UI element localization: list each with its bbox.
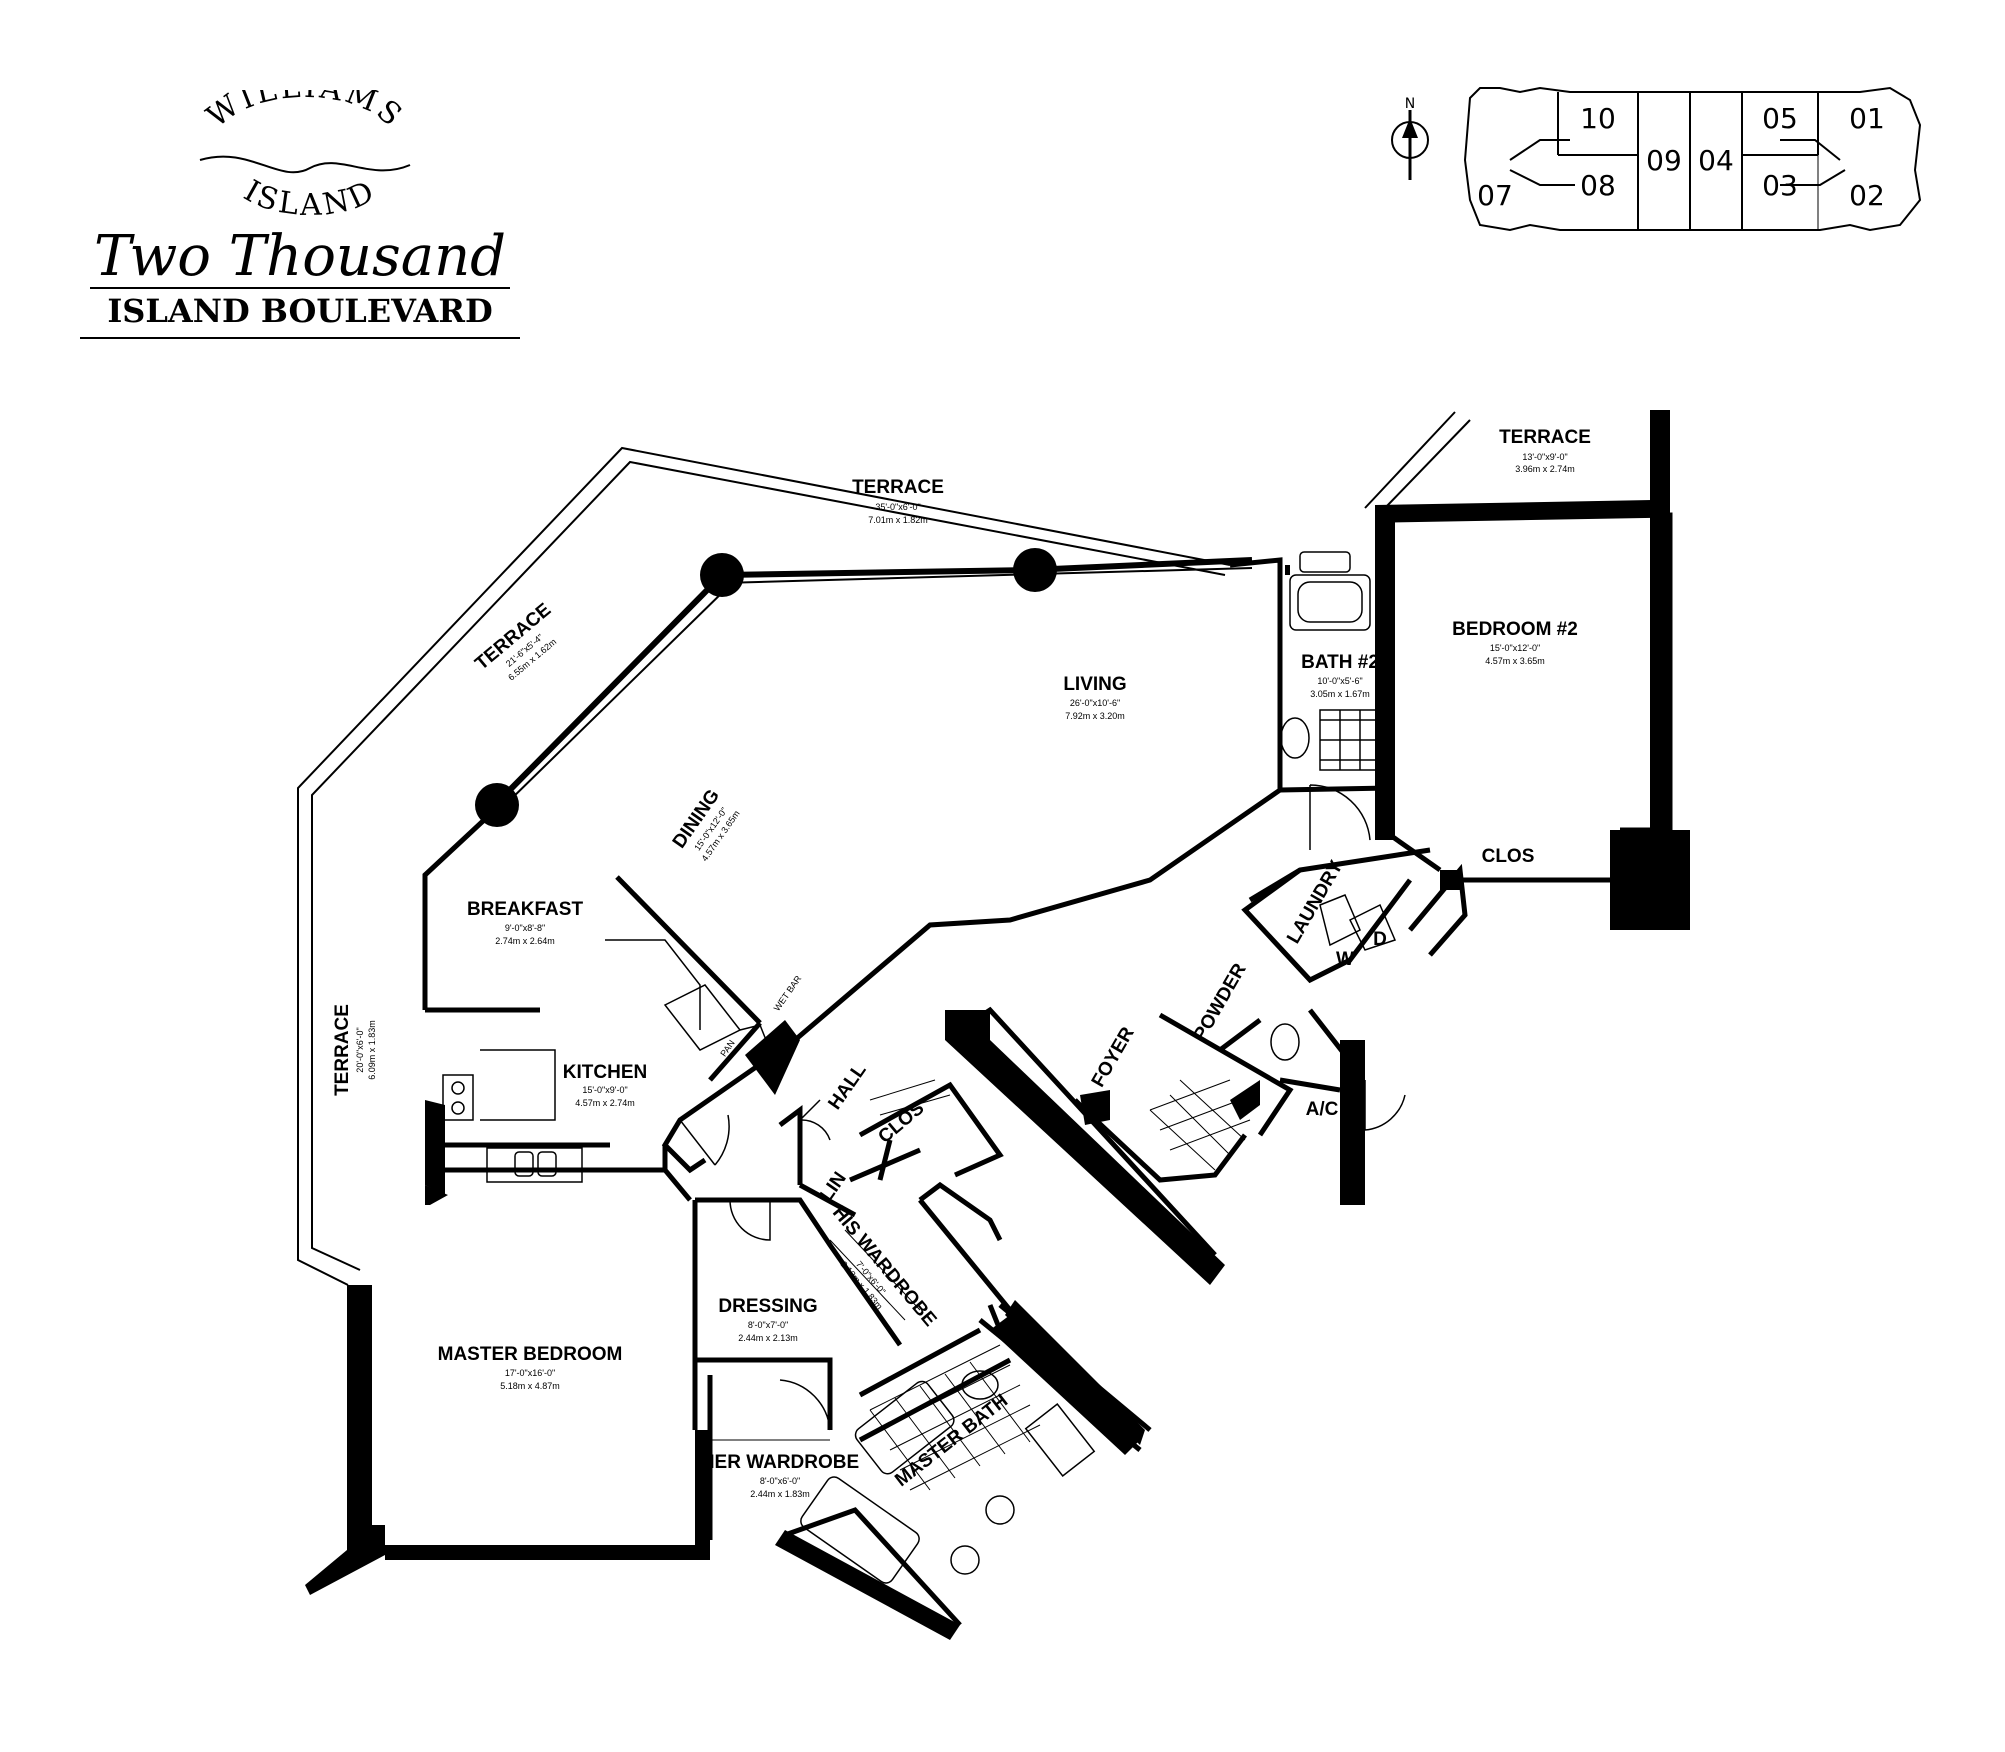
keyplan-unit: 09	[1646, 144, 1682, 177]
svg-text:5.18m x 4.87m: 5.18m x 4.87m	[500, 1381, 560, 1391]
svg-text:3.05m x 1.67m: 3.05m x 1.67m	[1310, 689, 1370, 699]
keyplan-unit: 01	[1849, 102, 1885, 135]
keyplan-unit: 10	[1580, 102, 1616, 135]
room-dining: DINING 15'-0"x12'-0" 4.57m x 3.65m	[669, 786, 742, 863]
svg-text:7.92m x 3.20m: 7.92m x 3.20m	[1065, 711, 1125, 721]
keyplan-unit: 03	[1762, 169, 1798, 202]
room-bedroom2: BEDROOM #2 15'-0"x12'-0" 4.57m x 3.65m	[1452, 619, 1578, 666]
svg-text:TERRACE: TERRACE	[852, 477, 944, 498]
keyplan-outline	[1463, 86, 1922, 232]
brand-logo: WILLIAMS ISLAND Two Thousand ISLAND BOUL…	[80, 90, 520, 339]
svg-text:8'-0"x6'-0": 8'-0"x6'-0"	[760, 1476, 800, 1486]
closet-rods	[700, 1079, 951, 1441]
tile-hatch	[869, 1079, 1251, 1491]
door-swings	[679, 784, 1406, 1431]
room-clos-bed2: CLOS	[1482, 846, 1535, 867]
keyplan-unit: 08	[1580, 169, 1616, 202]
keyplan-unit: 05	[1762, 102, 1798, 135]
room-bath2: BATH #2 10'-0"x5'-6" 3.05m x 1.67m	[1301, 652, 1379, 699]
svg-text:6.09m x 1.83m: 6.09m x 1.83m	[367, 1020, 377, 1080]
terrace-outline	[297, 411, 1656, 1286]
keyplan-unit: 07	[1477, 179, 1513, 212]
column	[700, 553, 744, 597]
svg-text:20'-0"x6'-0": 20'-0"x6'-0"	[355, 1027, 365, 1072]
column	[1013, 548, 1057, 592]
logo-flourish	[199, 155, 411, 174]
room-wet-bar: WET BAR	[772, 973, 804, 1013]
room-terrace-right: TERRACE 13'-0"x9'-0" 3.96m x 2.74m	[1499, 427, 1591, 474]
room-living: LIVING 26'-0"x10'-6" 7.92m x 3.20m	[1063, 674, 1126, 721]
room-terrace-top: TERRACE 35'-0"x6'-0" 7.01m x 1.82m	[852, 477, 944, 525]
logo-script-title: Two Thousand	[94, 224, 506, 289]
svg-text:HER WARDROBE: HER WARDROBE	[701, 1452, 859, 1473]
room-hall: HALL	[824, 1060, 870, 1114]
glazing-wall	[492, 557, 1253, 808]
svg-text:3.96m x 2.74m: 3.96m x 2.74m	[1515, 464, 1575, 474]
logo-subtitle: ISLAND BOULEVARD	[107, 292, 492, 330]
svg-text:LIVING: LIVING	[1063, 674, 1126, 695]
svg-text:9'-0"x8'-8": 9'-0"x8'-8"	[505, 923, 545, 933]
svg-text:TERRACE: TERRACE	[1499, 427, 1591, 448]
svg-text:TERRACE: TERRACE	[332, 1004, 353, 1096]
svg-text:8'-0"x7'-0": 8'-0"x7'-0"	[748, 1320, 788, 1330]
svg-text:2.44m x 1.83m: 2.44m x 1.83m	[750, 1489, 810, 1499]
room-lin: LIN	[816, 1168, 851, 1205]
svg-text:LAUNDRY: LAUNDRY	[1283, 857, 1347, 948]
laundry-dryer: D	[1373, 929, 1387, 950]
structural-walls	[305, 410, 1690, 1640]
keyplan-unit: 02	[1849, 179, 1885, 212]
svg-text:35'-0"x6'-0": 35'-0"x6'-0"	[875, 502, 920, 512]
north-arrow-icon: N	[1391, 96, 1429, 180]
key-plan: N 10 08 07 09 04 05 03 01 02	[1391, 86, 1922, 232]
room-her-wardrobe: HER WARDROBE 8'-0"x6'-0" 2.44m x 1.83m	[701, 1452, 859, 1499]
svg-text:N: N	[1405, 96, 1415, 112]
room-kitchen: KITCHEN 15'-0"x9'-0" 4.57m x 2.74m	[563, 1062, 647, 1108]
svg-text:15'-0"x12'-0": 15'-0"x12'-0"	[1490, 643, 1540, 653]
keyplan-unit: 04	[1698, 144, 1734, 177]
svg-text:7.01m x 1.82m: 7.01m x 1.82m	[868, 515, 928, 525]
room-breakfast: BREAKFAST 9'-0"x8'-8" 2.74m x 2.64m	[467, 899, 584, 946]
svg-text:4.57m x 3.65m: 4.57m x 3.65m	[1485, 656, 1545, 666]
room-his-wardrobe: HIS WARDROBE 7'-0"x6'-0" 2.13m x 1.83m	[828, 1202, 940, 1330]
svg-text:2.44m x 2.13m: 2.44m x 2.13m	[738, 1333, 798, 1343]
room-master-bedroom: MASTER BEDROOM 17'-0"x16'-0" 5.18m x 4.8…	[438, 1344, 623, 1391]
svg-text:15'-0"x9'-0": 15'-0"x9'-0"	[582, 1085, 627, 1095]
svg-text:BREAKFAST: BREAKFAST	[467, 899, 584, 920]
room-foyer: FOYER	[1088, 1023, 1139, 1090]
svg-text:26'-0"x10'-6": 26'-0"x10'-6"	[1070, 698, 1120, 708]
fixtures	[442, 551, 1397, 1584]
room-terrace-west: TERRACE 20'-0"x6'-0" 6.09m x 1.83m	[332, 1004, 377, 1096]
room-laundry: LAUNDRY	[1283, 857, 1347, 948]
svg-text:BATH #2: BATH #2	[1301, 652, 1379, 673]
svg-text:BEDROOM #2: BEDROOM #2	[1452, 619, 1578, 640]
svg-text:DRESSING: DRESSING	[718, 1296, 817, 1317]
room-dressing: DRESSING 8'-0"x7'-0" 2.44m x 2.13m	[718, 1296, 817, 1343]
room-ac: A/C	[1306, 1099, 1339, 1120]
svg-text:KITCHEN: KITCHEN	[563, 1062, 647, 1083]
svg-text:10'-0"x5'-6": 10'-0"x5'-6"	[1317, 676, 1362, 686]
svg-text:MASTER BEDROOM: MASTER BEDROOM	[438, 1344, 623, 1365]
laundry-washer: W	[1336, 949, 1354, 970]
svg-text:4.57m x 2.74m: 4.57m x 2.74m	[575, 1098, 635, 1108]
svg-text:2.74m x 2.64m: 2.74m x 2.64m	[495, 936, 555, 946]
svg-text:13'-0"x9'-0": 13'-0"x9'-0"	[1522, 452, 1567, 462]
svg-text:17'-0"x16'-0": 17'-0"x16'-0"	[505, 1368, 555, 1378]
